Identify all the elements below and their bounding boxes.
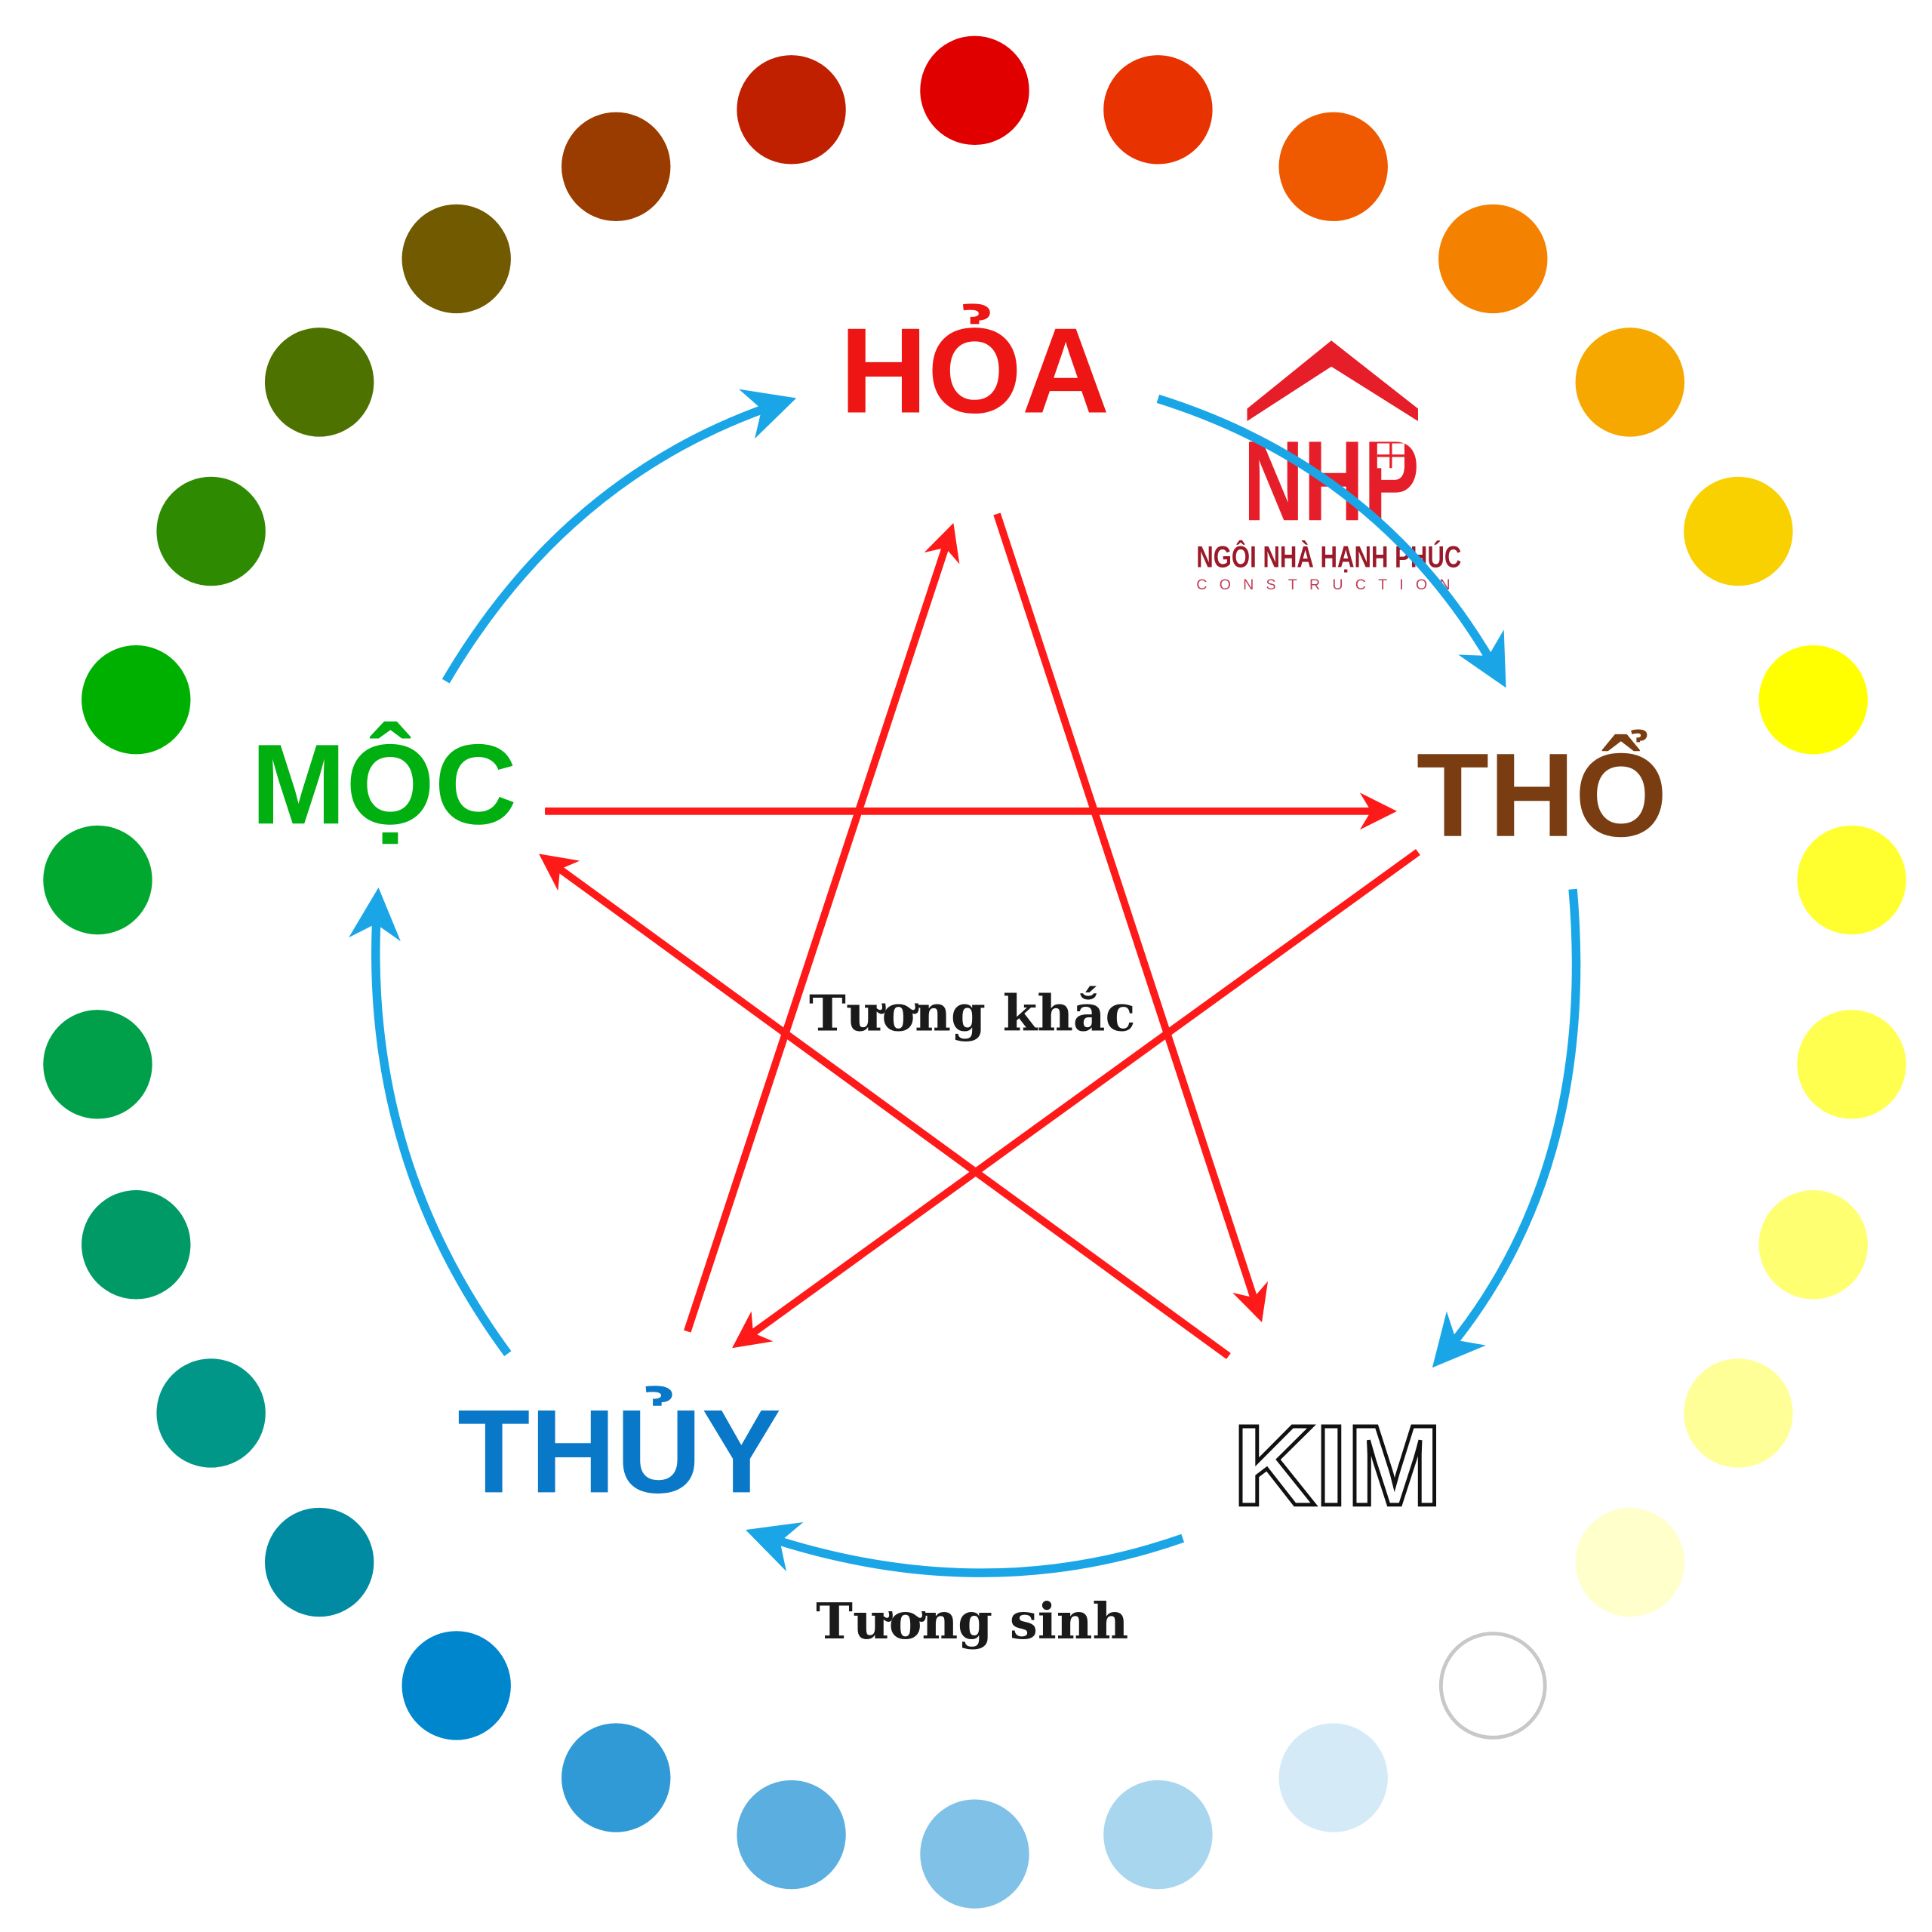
color-dot (401, 204, 511, 314)
color-dot (1278, 112, 1388, 222)
color-dot (264, 1507, 374, 1617)
color-dot (401, 1631, 511, 1740)
arrow-kim-to-moc (539, 854, 1231, 1359)
color-dot (920, 1799, 1029, 1909)
color-dot (43, 1010, 152, 1119)
color-dot (1797, 1010, 1906, 1119)
color-dot (1278, 1723, 1388, 1832)
label-kim: KIM (1233, 1401, 1442, 1529)
logo-window-icon (1377, 443, 1404, 469)
color-dot (156, 1358, 266, 1468)
arrow-hoa-to-tho (1156, 394, 1506, 688)
color-dot (1438, 1632, 1547, 1740)
arrow-kim-to-thuy (745, 1521, 1185, 1577)
color-dot (1684, 476, 1793, 586)
arrow-thuy-to-moc (349, 887, 512, 1357)
color-dot (737, 55, 846, 165)
color-dot (156, 476, 266, 586)
color-dot (737, 1780, 846, 1890)
company-logo: NHP NGÔI NHÀ HẠNH PHÚC CONSTRUCTION (1196, 340, 1461, 593)
caption-tuong-sinh: Tương sinh (816, 1592, 1128, 1651)
arrow-moc-to-hoa (441, 389, 797, 684)
caption-tuong-khac: Tương khắc (809, 984, 1135, 1042)
arrow-tho-to-kim (1432, 888, 1581, 1368)
color-dot (1758, 645, 1868, 755)
color-ring (43, 35, 1906, 1909)
color-dot (43, 825, 152, 935)
tuong-sinh-arrows (349, 389, 1581, 1577)
color-dot (1103, 1780, 1213, 1890)
arrow-tho-to-thuy (732, 849, 1420, 1349)
color-dot (920, 35, 1029, 145)
color-dot (561, 1723, 671, 1832)
label-hoa: HỎA (840, 303, 1109, 438)
color-dot (1575, 328, 1684, 437)
label-thuy: THỦY (457, 1385, 781, 1518)
color-dot (1438, 204, 1548, 314)
color-dot (82, 645, 191, 755)
color-dot (1797, 825, 1906, 935)
logo-subtitle: CONSTRUCTION (1196, 577, 1461, 593)
color-dot (1103, 55, 1213, 165)
logo-roof-icon (1247, 340, 1418, 421)
color-dot (1575, 1507, 1684, 1617)
color-dot (561, 112, 671, 222)
color-dot (82, 1190, 191, 1300)
label-tho: THỔ (1417, 729, 1668, 862)
arrow-hoa-to-kim (993, 512, 1269, 1323)
arrow-thuy-to-hoa (684, 523, 960, 1333)
label-moc: MỘC (251, 720, 517, 848)
color-dot (1758, 1190, 1868, 1300)
color-dot (1684, 1358, 1793, 1468)
color-dot (264, 328, 374, 437)
tuong-khac-arrows (539, 512, 1420, 1359)
